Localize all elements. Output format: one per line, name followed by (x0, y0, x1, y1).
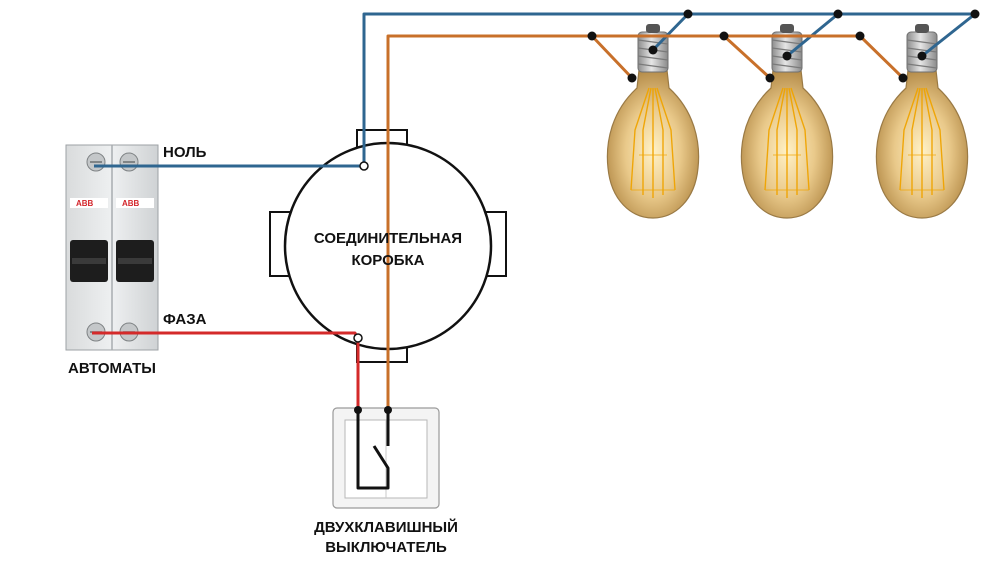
phase-label: ФАЗА (163, 311, 207, 328)
switch-label: ДВУХКЛАВИШНЫЙ ВЫКЛЮЧАТЕЛЬ (296, 518, 476, 558)
breaker-brand-left: ABB (76, 199, 94, 208)
wire-junctions (353, 9, 980, 414)
junction-box-label-line2: КОРОБКА (351, 252, 425, 269)
junction-box-label-line1: СОЕДИНИТЕЛЬНАЯ (313, 230, 463, 247)
switch-label-line2: ВЫКЛЮЧАТЕЛЬ (325, 539, 447, 556)
switched-wire (386, 34, 905, 408)
breaker-brand-right: ABB (122, 199, 140, 208)
breakers-label: АВТОМАТЫ (68, 360, 156, 377)
switch-contacts (356, 410, 390, 490)
circuit-breakers: ABB ABB (65, 144, 159, 351)
neutral-label: НОЛЬ (163, 144, 207, 161)
double-switch (332, 407, 440, 509)
junction-box-label: СОЕДИНИТЕЛЬНАЯ КОРОБКА (298, 228, 478, 272)
switch-label-line1: ДВУХКЛАВИШНЫЙ (314, 519, 458, 536)
